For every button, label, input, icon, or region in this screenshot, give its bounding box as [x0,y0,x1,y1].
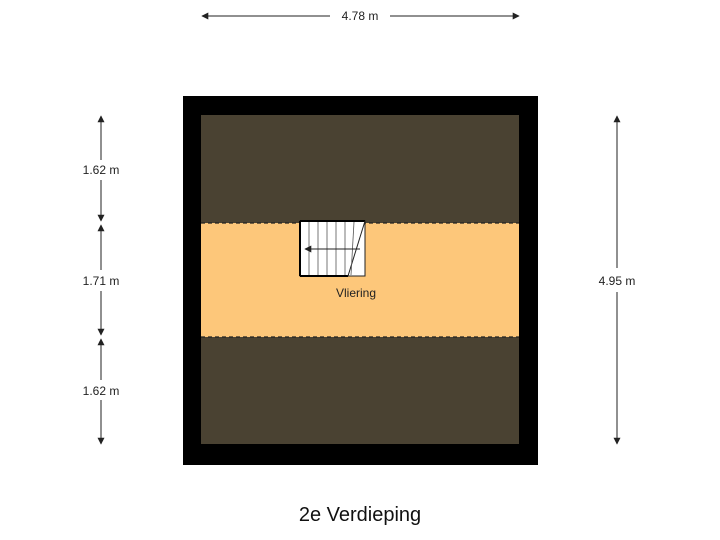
unused-area-top [201,115,519,223]
segment-dimension-1: 1.62 m [83,163,120,177]
segment-dimension-2: 1.71 m [83,274,120,288]
unused-area-bottom [201,337,519,444]
room-label: Vliering [336,286,376,300]
depth-dimension: 4.95 m [599,115,636,445]
depth-dimension-label: 4.95 m [599,274,636,288]
segment-dimensions: 1.62 m 1.71 m 1.62 m [83,115,120,445]
staircase [299,220,366,277]
floor-title: 2e Verdieping [298,504,422,526]
segment-dimension-3: 1.62 m [83,384,120,398]
width-dimension-label: 4.78 m [342,9,379,23]
width-dimension: 4.78 m [201,9,520,23]
